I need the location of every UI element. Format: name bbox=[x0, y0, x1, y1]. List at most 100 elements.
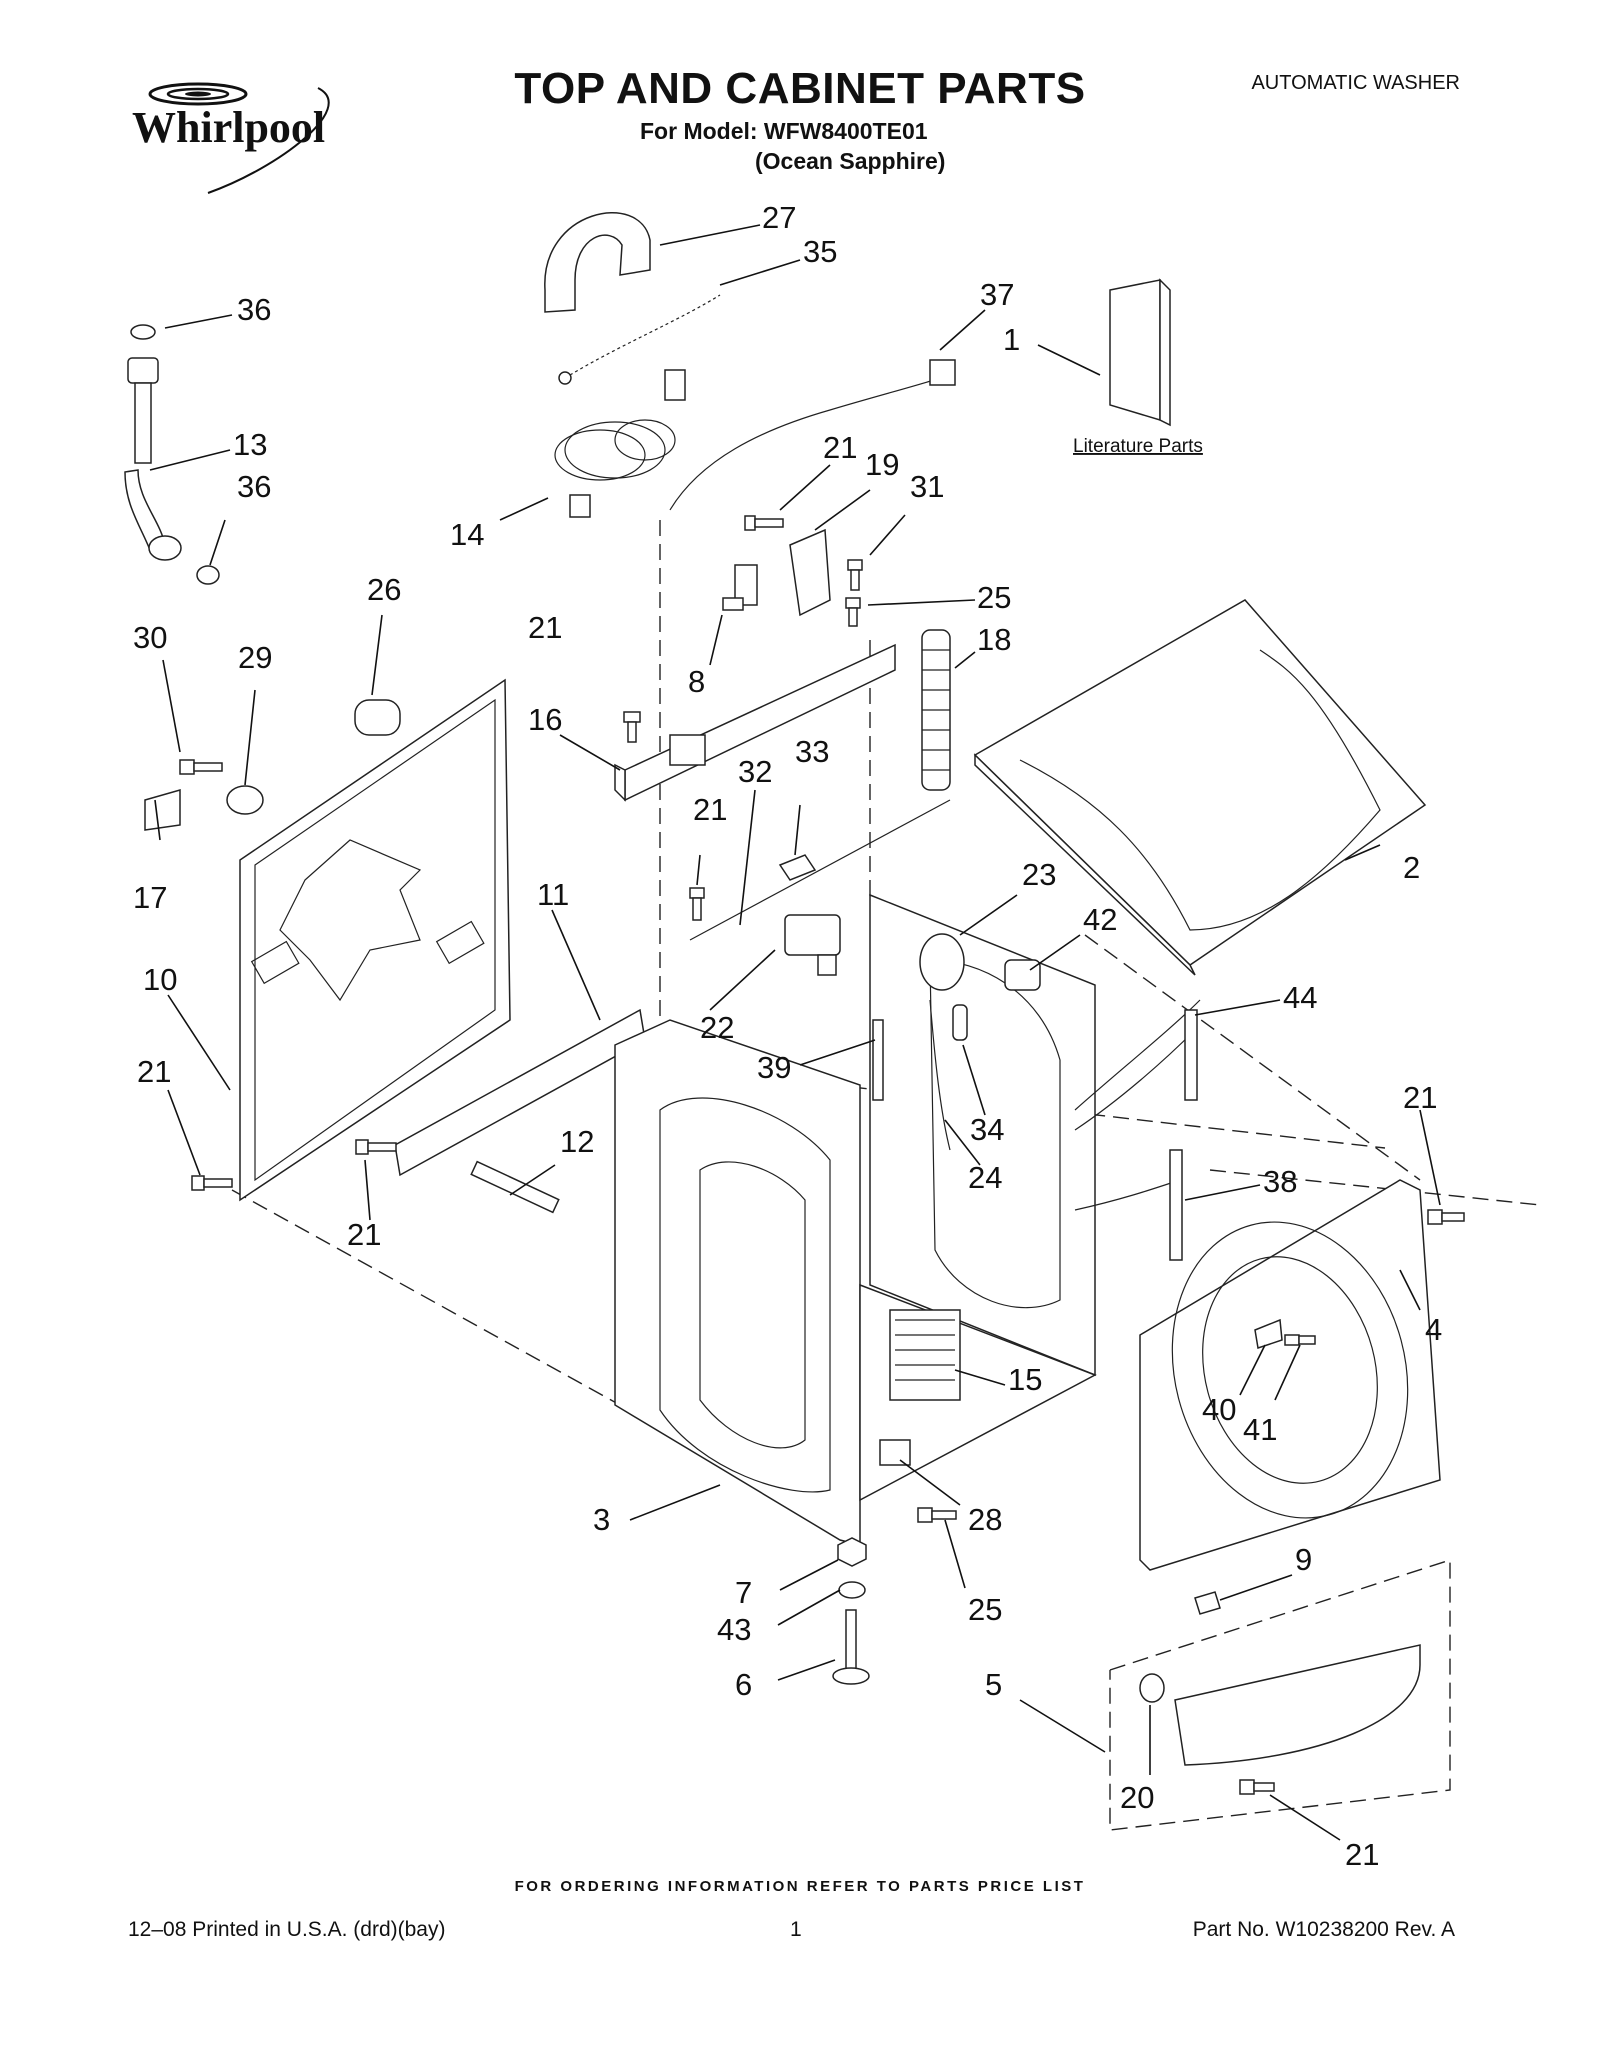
part-4-front-panel bbox=[1139, 1179, 1441, 1571]
part-29-ring bbox=[226, 785, 264, 815]
callout-21-top: 21 bbox=[823, 430, 857, 465]
part-23-pressure-switch bbox=[919, 933, 965, 991]
callout-12: 12 bbox=[560, 1124, 594, 1159]
callout-42: 42 bbox=[1083, 902, 1117, 937]
part-37-wire-harness bbox=[669, 374, 951, 511]
callout-14: 14 bbox=[450, 517, 484, 552]
part-2-top-panel bbox=[973, 599, 1427, 976]
part-13-inlet-hose bbox=[124, 357, 182, 561]
part-6-leveling-foot bbox=[832, 1609, 870, 1685]
callout-7: 7 bbox=[735, 1575, 752, 1610]
callout-21-rail: 21 bbox=[347, 1217, 381, 1252]
callout-35: 35 bbox=[803, 234, 837, 269]
callout-labels: 27 35 37 1 36 13 36 21 19 31 14 25 18 26… bbox=[133, 200, 1442, 1872]
callout-31: 31 bbox=[910, 469, 944, 504]
callout-18: 18 bbox=[977, 622, 1011, 657]
page-title: TOP AND CABINET PARTS bbox=[514, 64, 1086, 113]
leader-lines bbox=[149, 224, 1441, 1841]
callout-17: 17 bbox=[133, 880, 167, 915]
part-34-cap bbox=[952, 1004, 968, 1041]
callout-10: 10 bbox=[143, 962, 177, 997]
callout-25-bottom: 25 bbox=[968, 1592, 1002, 1627]
callout-2: 2 bbox=[1403, 850, 1420, 885]
part-35-tie-strap bbox=[569, 294, 721, 376]
part-18-drain-hose bbox=[921, 629, 951, 791]
callout-13: 13 bbox=[233, 427, 267, 462]
part-number: Part No. W10238200 Rev. A bbox=[1192, 1918, 1455, 1941]
part-12-heater bbox=[470, 1160, 560, 1214]
callout-21-mid: 21 bbox=[693, 792, 727, 827]
part-27-hose-guide bbox=[544, 212, 651, 313]
part-10-rear-panel bbox=[239, 678, 511, 1202]
callout-33: 33 bbox=[795, 734, 829, 769]
callout-30: 30 bbox=[133, 620, 167, 655]
model-variant: (Ocean Sapphire) bbox=[755, 148, 946, 174]
appliance-type: AUTOMATIC WASHER bbox=[1251, 72, 1460, 94]
callout-40: 40 bbox=[1202, 1392, 1236, 1427]
callout-43: 43 bbox=[717, 1612, 751, 1647]
page-number: 1 bbox=[790, 1918, 802, 1941]
callout-16: 16 bbox=[528, 702, 562, 737]
part-20-bumper bbox=[1139, 1673, 1165, 1703]
part-31-screw bbox=[847, 559, 863, 591]
part-21-screw-toe bbox=[1239, 1779, 1275, 1795]
part-43-washer bbox=[838, 1581, 866, 1599]
part-35-ring bbox=[558, 371, 572, 385]
part-21-screw-rail bbox=[355, 1139, 397, 1155]
part-5-toe-panel bbox=[1174, 1644, 1421, 1766]
callout-44: 44 bbox=[1283, 980, 1317, 1015]
part-17-clamp bbox=[144, 789, 181, 831]
part-44-wire-harness bbox=[1074, 999, 1201, 1131]
callout-24: 24 bbox=[968, 1160, 1002, 1195]
callout-5: 5 bbox=[985, 1667, 1002, 1702]
model-line: For Model: WFW8400TE01 bbox=[640, 118, 928, 144]
part-25-screw-top bbox=[845, 597, 861, 627]
part-42-clamp bbox=[1004, 959, 1041, 991]
part-3-side-panel bbox=[614, 1019, 861, 1546]
callout-25-top: 25 bbox=[977, 580, 1011, 615]
callout-36-top: 36 bbox=[237, 292, 271, 327]
part-36-washer-top bbox=[130, 324, 156, 340]
callout-29: 29 bbox=[238, 640, 272, 675]
part-8-clip bbox=[722, 564, 758, 611]
callout-36-bottom: 36 bbox=[237, 469, 271, 504]
part-21-screw-right bbox=[1427, 1209, 1465, 1225]
callout-26: 26 bbox=[367, 572, 401, 607]
part-15-motor-control bbox=[889, 1309, 961, 1401]
part-21-screw-left bbox=[191, 1175, 233, 1191]
part-25-screw-bottom bbox=[917, 1507, 957, 1523]
callout-21-toe: 21 bbox=[1345, 1837, 1379, 1872]
part-14-power-cord bbox=[554, 369, 686, 518]
part-21-screw-top bbox=[744, 515, 784, 531]
callout-19: 19 bbox=[865, 447, 899, 482]
callout-39: 39 bbox=[757, 1050, 791, 1085]
cabinet-frame bbox=[859, 893, 1097, 1502]
callout-4: 4 bbox=[1425, 1312, 1442, 1347]
part-26-grommet bbox=[354, 699, 401, 736]
callout-34: 34 bbox=[970, 1112, 1004, 1147]
part-21-screw-bracket bbox=[623, 711, 641, 743]
part-24-hose bbox=[929, 999, 951, 1151]
callout-21-bracket: 21 bbox=[528, 610, 562, 645]
part-37-connector bbox=[929, 359, 956, 386]
part-21-screw-mid bbox=[689, 887, 705, 921]
part-19-bracket bbox=[789, 528, 831, 617]
callout-22: 22 bbox=[700, 1010, 734, 1045]
part-32-strip bbox=[689, 799, 951, 941]
logo-wordmark: Whirlpool bbox=[132, 103, 325, 152]
callout-3: 3 bbox=[593, 1502, 610, 1537]
part-9-clip bbox=[1194, 1591, 1221, 1615]
callout-20: 20 bbox=[1120, 1780, 1154, 1815]
part-30-screw bbox=[179, 759, 223, 775]
callout-1: 1 bbox=[1003, 322, 1020, 357]
whirlpool-logo: Whirlpool bbox=[132, 82, 330, 194]
part-28-bracket bbox=[879, 1439, 911, 1466]
callout-38: 38 bbox=[1263, 1164, 1297, 1199]
callout-27: 27 bbox=[762, 200, 796, 235]
part-36-washer-bottom bbox=[196, 565, 220, 585]
callout-37: 37 bbox=[980, 277, 1014, 312]
part-40-bracket bbox=[1254, 1318, 1283, 1349]
callout-41: 41 bbox=[1243, 1412, 1277, 1447]
callout-6: 6 bbox=[735, 1667, 752, 1702]
